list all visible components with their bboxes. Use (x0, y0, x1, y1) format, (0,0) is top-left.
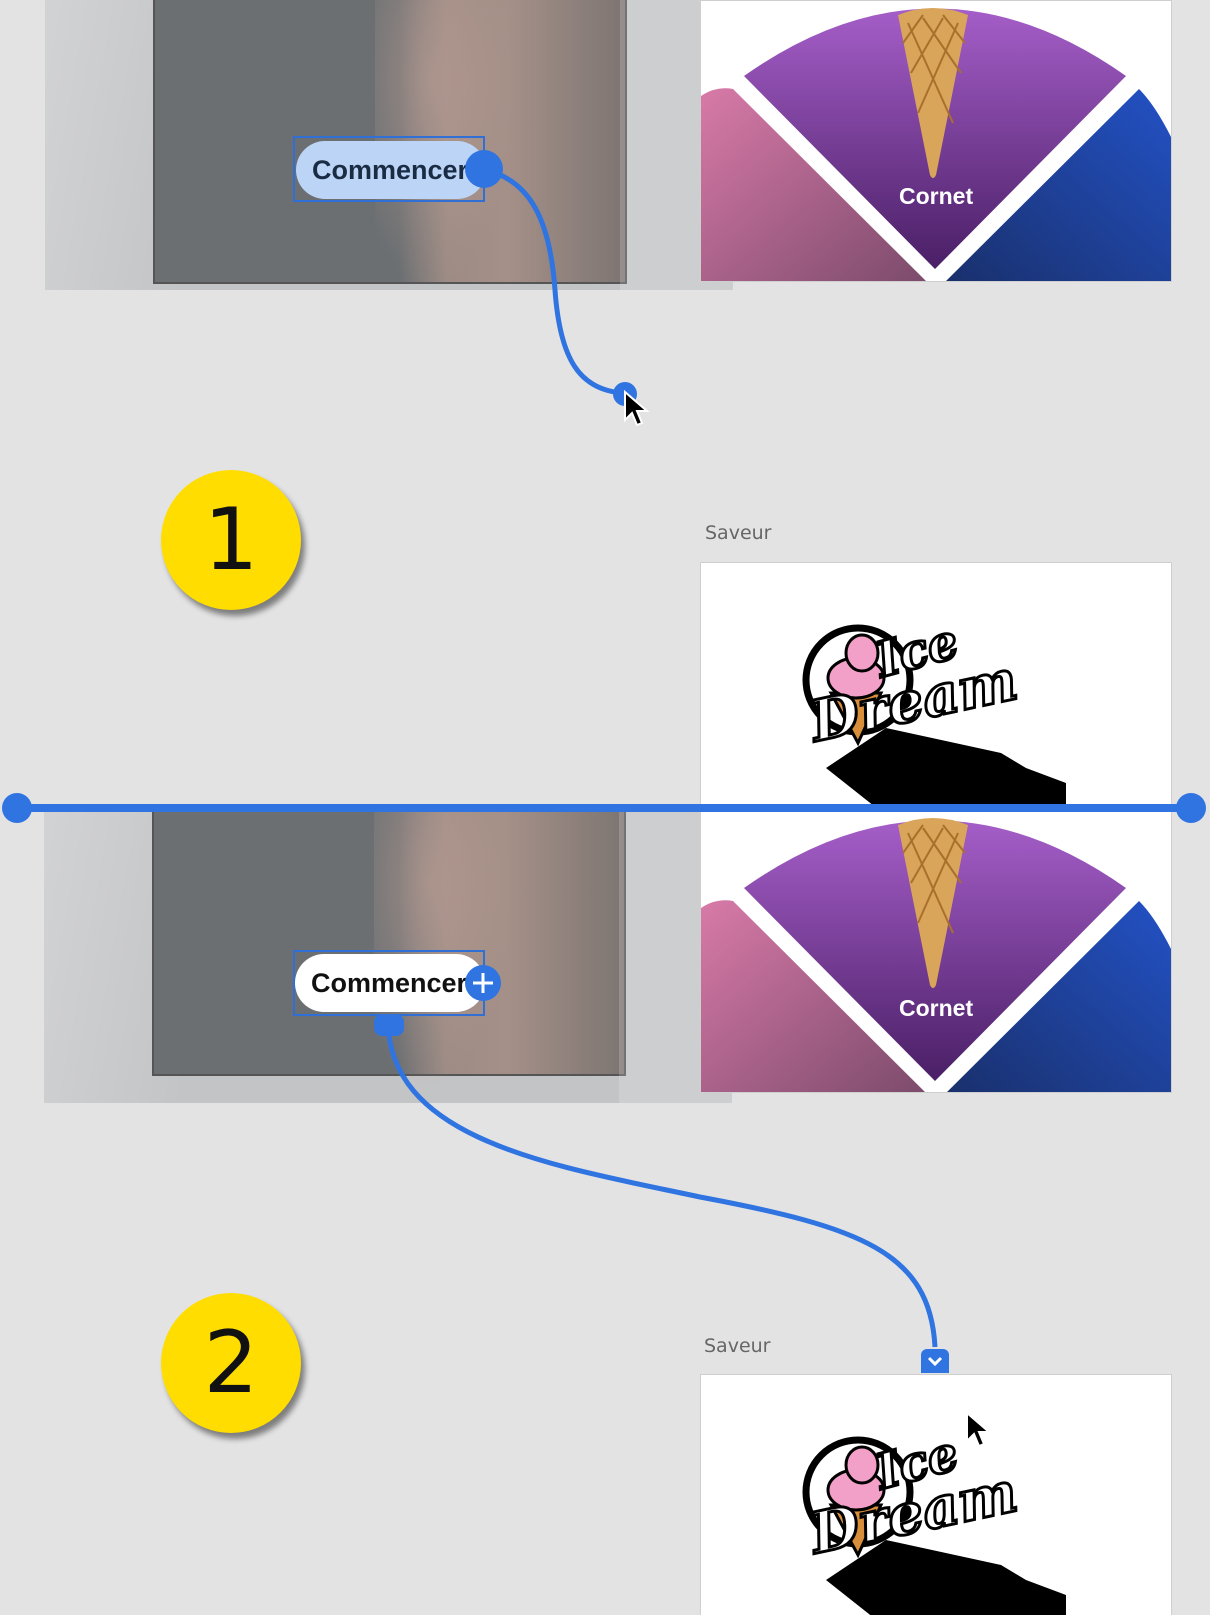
step-2-view: Cornet Commencer 2 Saveur Ice Dream (0, 812, 1210, 1615)
plus-icon[interactable] (465, 965, 501, 1001)
cone-image (898, 8, 968, 178)
prototype-link-dragging (484, 167, 624, 396)
chevron-down-icon[interactable] (921, 1349, 949, 1373)
comparison-divider[interactable] (16, 804, 1192, 812)
flavor-wheel-artboard[interactable]: Cornet (700, 0, 1172, 282)
divider-handle-right[interactable] (1176, 793, 1206, 823)
start-button[interactable]: Commencer (295, 954, 485, 1012)
wheel-slice-left[interactable] (701, 900, 931, 1093)
wheel-slice-right[interactable] (941, 901, 1172, 1093)
step-badge: 1 (161, 470, 301, 610)
saveur-artboard[interactable]: Ice Dream (700, 1374, 1172, 1615)
cursor-arrow-icon (624, 390, 650, 427)
start-button[interactable]: Commencer (296, 141, 486, 199)
ice-dream-logo (802, 1436, 1066, 1615)
flavor-wheel-artboard[interactable]: Cornet (700, 812, 1172, 1093)
cone-image (898, 818, 968, 988)
divider-handle-left[interactable] (2, 793, 32, 823)
wheel-label-cornet: Cornet (899, 183, 974, 209)
step-1-view: Cornet Commencer 1 Saveur Ice Dream (45, 0, 1172, 810)
prototype-link (385, 1021, 938, 1348)
cursor-arrow-icon (966, 1411, 992, 1448)
wheel-slice-left[interactable] (701, 88, 931, 282)
connection-handle-icon[interactable] (465, 150, 503, 188)
photo-arm (374, 812, 514, 1092)
ice-dream-logo (802, 624, 1066, 810)
link-start-handle[interactable] (374, 1014, 404, 1036)
artboard-title: Saveur (705, 522, 772, 544)
artboard-title: Saveur (704, 1335, 771, 1357)
wheel-label-cornet: Cornet (899, 995, 974, 1021)
saveur-artboard[interactable]: Ice Dream (700, 562, 1172, 810)
wheel-slice-right[interactable] (941, 89, 1172, 282)
step-badge: 2 (161, 1293, 301, 1433)
start-screen-artboard[interactable] (45, 0, 733, 290)
